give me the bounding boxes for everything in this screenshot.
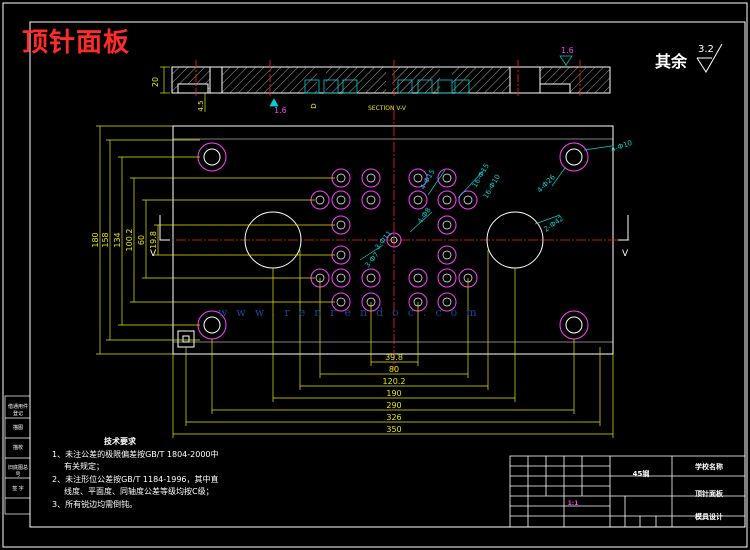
technical-notes: 技术要求 1、未注公差的极限偏差按GB/T 1804-2000中 有关规定； 2…	[52, 436, 219, 511]
section-roughness-top: 1.6	[561, 46, 574, 55]
section-dim-d: D	[310, 103, 318, 108]
dim-v-4: 60	[137, 235, 146, 245]
dim-h-4: 290	[386, 401, 401, 410]
title-block-scale: 1:1	[567, 500, 579, 507]
section-roughness-bottom: 1.6	[274, 106, 287, 115]
cut-marker-left: V	[150, 249, 157, 259]
dim-h-0: 39.8	[385, 353, 403, 362]
dim-v-5: 19.8	[149, 231, 158, 249]
title-block-material: 45钢	[632, 470, 650, 478]
inner-frame	[29, 21, 746, 528]
dim-h-2: 120.2	[383, 377, 406, 386]
dim-v-2: 134	[113, 232, 122, 247]
vertical-dimensions	[96, 125, 335, 355]
side-label-0: 借通用件登记	[7, 404, 28, 417]
dim-v-3: 100.2	[125, 229, 134, 252]
section-dim-counterbore: 4.5	[197, 100, 205, 111]
plate-plan-view: V V	[150, 110, 630, 370]
surface-finish-value: 3.2	[698, 44, 714, 55]
vertical-dimension-labels: 180 158 134 100.2 60 19.8	[91, 229, 158, 252]
dim-h-1: 80	[389, 365, 399, 374]
note-line-5: 3、所有锐边均需倒钝。	[52, 499, 138, 509]
dim-h-5: 326	[386, 413, 401, 422]
section-view: 20 4.5 D 1.6 1.6 SECTION V-V	[151, 46, 611, 115]
horizontal-dimension-labels: 39.8 80 120.2 190 290 326 350	[383, 353, 406, 434]
cut-marker-right: V	[622, 249, 629, 259]
surface-rest-label: 其余	[655, 52, 688, 71]
section-dim-thickness: 20	[151, 77, 160, 87]
notes-heading: 技术要求	[104, 437, 136, 446]
note-line-3: 2、未注形位公差按GB/T 1184-1996，其中直	[52, 474, 219, 484]
title-block-project: 模具设计	[695, 513, 723, 521]
side-label-4: 签 字	[12, 486, 24, 492]
horizontal-dimensions	[172, 250, 614, 438]
dim-v-0: 180	[91, 232, 100, 247]
note-line-4: 线度、平面度、同轴度公差等级均按C级；	[64, 487, 214, 496]
watermark: www.renrendoc.com	[218, 306, 486, 319]
hole-callout-leaders	[359, 145, 613, 261]
section-label: SECTION V-V	[368, 105, 407, 112]
hole-callout-labels: 4-Ф10 4-Ф26 2-Ф42 16-Ф15 16-Ф10 4-Ф15 4-…	[363, 139, 633, 269]
note-line-2: 有关规定；	[64, 462, 104, 471]
callout-3-phi7: 3-Ф7	[363, 251, 380, 270]
title-block	[509, 455, 746, 528]
title-block-part-name: 顶针面板	[695, 490, 723, 498]
title-block-school: 学校名称	[695, 463, 723, 471]
side-block	[4, 395, 31, 515]
side-label-1: 描图	[12, 425, 23, 431]
side-label-2: 描校	[12, 445, 23, 451]
dim-h-3: 190	[386, 389, 401, 398]
side-label-3: 旧底图总号	[7, 465, 28, 478]
drawing-title: 顶针面板	[22, 28, 131, 58]
dim-h-6: 350	[386, 425, 401, 434]
surface-finish-symbol	[696, 43, 723, 73]
callout-16-phi10: 16-Ф10	[482, 173, 502, 200]
dim-v-1: 158	[101, 232, 110, 247]
note-line-1: 1、未注公差的极限偏差按GB/T 1804-2000中	[52, 449, 219, 459]
